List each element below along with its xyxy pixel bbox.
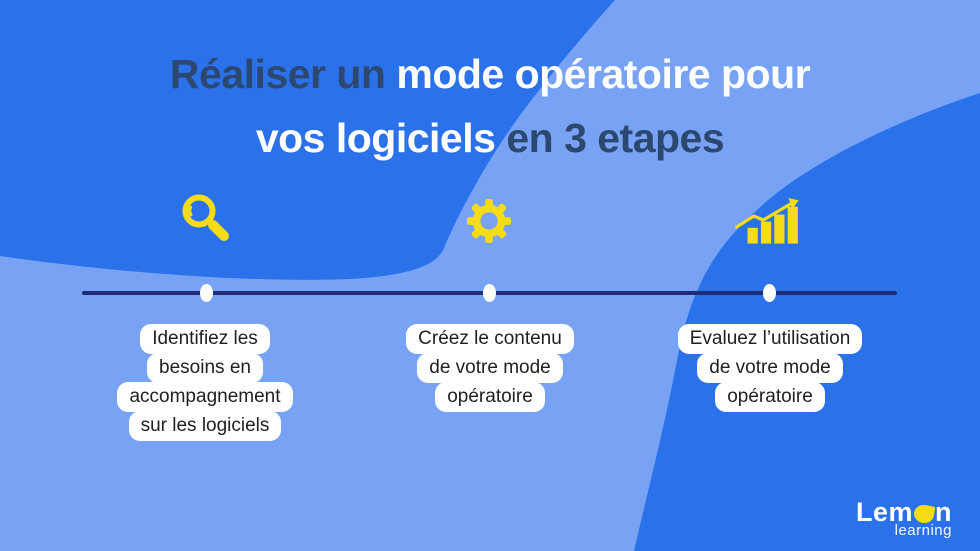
caption-line: accompagnement <box>117 382 293 412</box>
timeline-dot-2 <box>483 284 496 302</box>
bar-chart-icon <box>735 190 801 255</box>
caption-line: besoins en <box>147 353 263 383</box>
title-line-1: Réaliser un mode opératoire pour <box>0 42 980 106</box>
title-segment: Réaliser un <box>169 51 397 97</box>
step-1-caption: Identifiez les besoins en accompagnement… <box>75 324 335 441</box>
logo-subtitle: learning <box>894 522 952 539</box>
step-3-caption: Evaluez l’utilisation de votre mode opér… <box>640 324 900 412</box>
caption-line: Evaluez l’utilisation <box>677 324 863 354</box>
logo-text-start: Lem <box>855 497 913 527</box>
page-title: Réaliser un mode opératoire pour vos log… <box>0 42 980 170</box>
caption-line: Créez le contenu <box>406 324 574 354</box>
caption-line: opératoire <box>435 382 545 412</box>
caption-line: opératoire <box>715 382 825 412</box>
timeline-dot-1 <box>200 284 213 302</box>
magnifier-icon <box>176 190 234 253</box>
title-segment: vos logiciels <box>255 115 507 161</box>
gear-icon <box>466 198 512 249</box>
step-2-caption: Créez le contenu de votre mode opératoir… <box>360 324 620 412</box>
caption-line: Identifiez les <box>140 324 270 354</box>
title-segment: en 3 etapes <box>506 115 725 161</box>
title-line-2: vos logiciels en 3 etapes <box>0 106 980 170</box>
logo-text-end: n <box>935 497 952 527</box>
caption-line: sur les logiciels <box>128 411 282 441</box>
title-segment: mode opératoire pour <box>396 51 811 97</box>
caption-line: de votre mode <box>417 353 563 383</box>
caption-line: de votre mode <box>697 353 843 383</box>
timeline-dot-3 <box>763 284 776 302</box>
